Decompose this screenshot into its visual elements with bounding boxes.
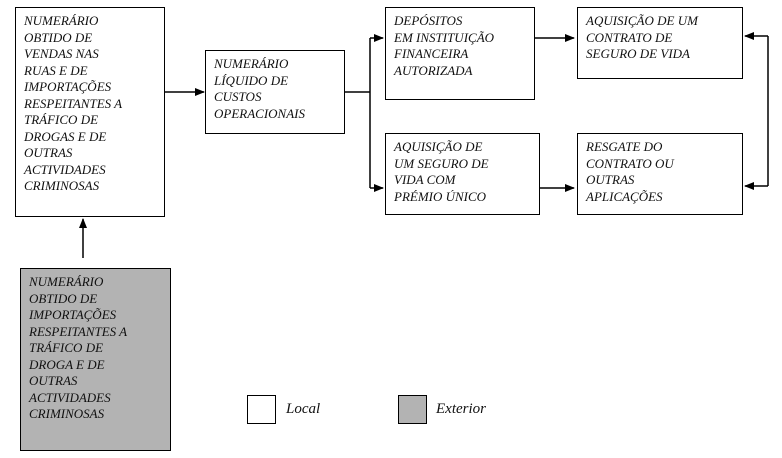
box-line: OUTRAS [586,172,635,187]
box-line: UM SEGURO DE [394,155,489,171]
legend-local-swatch [247,395,276,424]
box-line: OPERACIONAIS [214,105,305,121]
box-line: CRIMINOSAS [29,406,105,421]
box-line: TRÁFICO DE [29,340,104,355]
box-line: OBTIDO DE [24,29,93,45]
box-line: RUAS E DE [24,62,88,78]
box-line: EM INSTITUIÇÃO [394,29,495,45]
box-line: TRÁFICO DE [24,112,99,127]
box-line: VENDAS NAS [24,46,99,61]
box-line: RESPEITANTES A [24,95,123,111]
box-line: CRIMINOSAS [24,178,100,193]
box-line: IMPORTAÇÕES [29,307,117,322]
box-line: DROGAS E DE [24,128,107,144]
box-line: VIDA COM [394,172,456,187]
box-deposits: DEPÓSITOS EM INSTITUIÇÃO FINANCEIRA AUTO… [385,7,535,100]
box-line: AQUISIÇÃO DE UM [586,13,698,28]
box-line: SEGURO DE VIDA [586,46,690,61]
box-line: CUSTOS [214,89,262,104]
box-line: ACTIVIDADES [29,389,111,405]
box-line: CONTRATO OU [586,155,674,171]
box-line: DEPÓSITOS [394,13,463,28]
box-line: OBTIDO DE [29,290,98,306]
box-single-premium: AQUISIÇÃO DE UM SEGURO DE VIDA COM PRÉMI… [385,133,540,215]
box-line: AQUISIÇÃO DE [394,139,483,154]
box-line: ACTIVIDADES [24,161,106,177]
box-street-sales-cash: NUMERÁRIO OBTIDO DE VENDAS NAS RUAS E DE… [15,7,165,217]
box-line: DROGA E DE [29,356,105,372]
box-life-contract: AQUISIÇÃO DE UM CONTRATO DE SEGURO DE VI… [577,7,743,79]
box-line: AUTORIZADA [394,62,473,78]
box-line: NUMERÁRIO [214,56,289,71]
box-line: NUMERÁRIO [24,13,99,28]
box-line: RESPEITANTES A [29,323,128,339]
box-line: IMPORTAÇÕES [24,79,112,94]
legend-exterior-label: Exterior [436,401,486,417]
box-line: RESGATE DO [586,139,663,154]
box-line: OUTRAS [24,145,73,160]
box-line: APLICAÇÕES [586,188,663,204]
box-net-cash: NUMERÁRIO LÍQUIDO DE CUSTOS OPERACIONAIS [205,50,345,134]
box-redemption: RESGATE DO CONTRATO OU OUTRAS APLICAÇÕES [577,133,743,215]
box-line: FINANCEIRA [394,46,469,61]
box-line: CONTRATO DE [586,29,673,45]
box-line: PRÉMIO ÚNICO [394,188,487,204]
box-line: NUMERÁRIO [29,274,104,289]
legend-local-label: Local [286,401,321,417]
box-line: OUTRAS [29,373,78,388]
box-line: LÍQUIDO DE [214,72,289,88]
box-exterior-import-cash: NUMERÁRIO OBTIDO DE IMPORTAÇÕES RESPEITA… [20,268,171,451]
legend-exterior-swatch [398,395,427,424]
